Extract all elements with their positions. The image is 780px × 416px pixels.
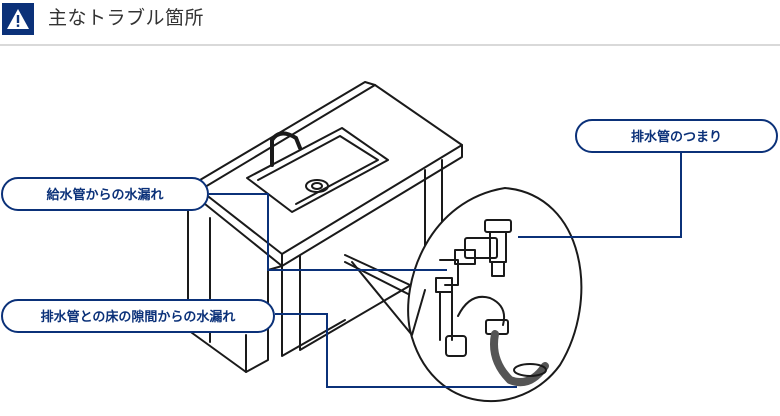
callout-supply-leak: 給水管からの水漏れ: [1, 177, 209, 211]
leader-drain-clog: [518, 152, 682, 238]
warning-triangle-icon: [2, 3, 34, 35]
callout-drain-clog: 排水管のつまり: [575, 119, 778, 153]
page-title: 主なトラブル箇所: [48, 7, 205, 29]
sink-basin: [246, 127, 389, 213]
header: 主なトラブル箇所: [0, 0, 780, 44]
faucet: [270, 131, 302, 167]
header-divider: [0, 44, 780, 46]
drain: [305, 179, 329, 193]
leader-floor-gap: [275, 313, 517, 388]
leader-supply-leak: [209, 193, 447, 271]
magnifier-lens: [407, 187, 583, 403]
callout-floor-gap-leak: 排水管との床の隙間からの水漏れ: [1, 299, 275, 333]
